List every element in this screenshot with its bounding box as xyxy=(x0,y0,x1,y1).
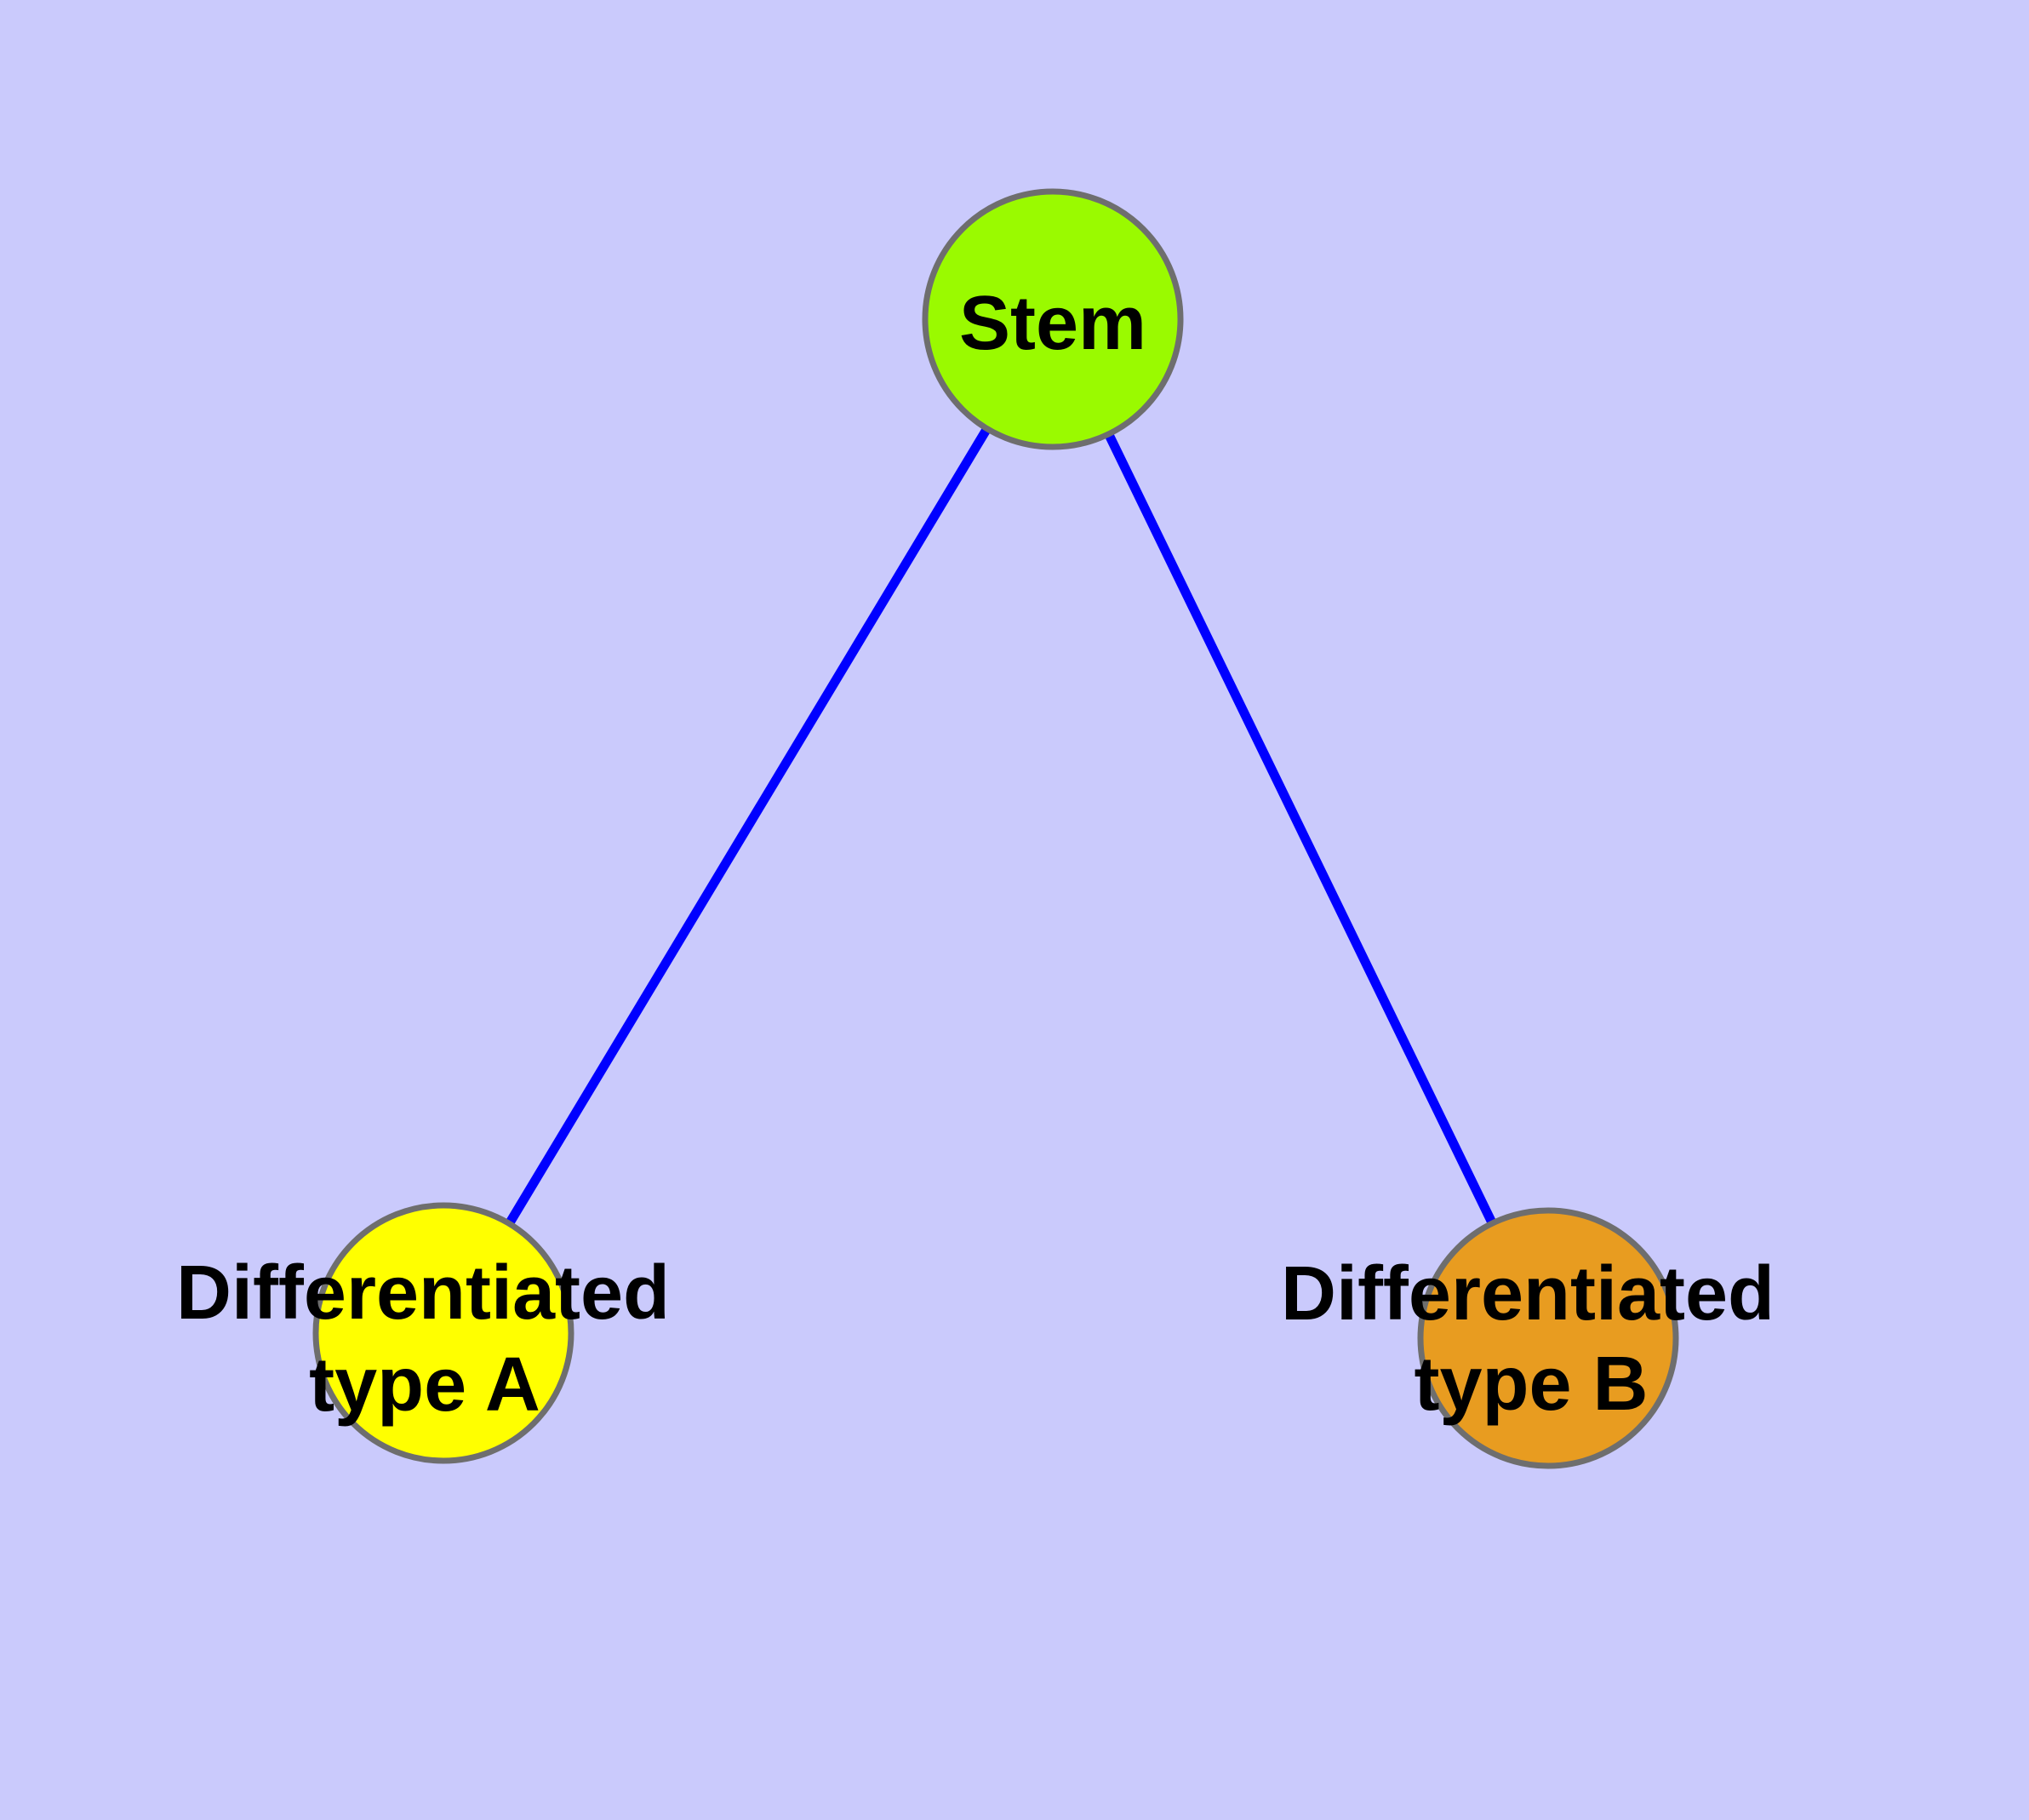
node-differentiated-type-b-circle xyxy=(1417,1207,1679,1469)
node-stem-circle xyxy=(922,188,1184,450)
node-differentiated-type-b-label-line1: Differentiated xyxy=(1281,1251,1775,1336)
node-differentiated-type-b: Differentiated type B xyxy=(1281,1207,1775,1469)
node-differentiated-type-a: Differentiated type A xyxy=(176,1202,670,1464)
node-stem-label: Stem xyxy=(959,281,1146,366)
edge-stem-to-differentiated-type-a xyxy=(439,317,1057,1336)
node-differentiated-type-a-label-line2: type A xyxy=(309,1342,540,1428)
node-differentiated-type-a-circle xyxy=(312,1202,574,1464)
node-differentiated-type-a-label-line1: Differentiated xyxy=(176,1251,670,1336)
edge-stem-to-differentiated-type-b xyxy=(1049,317,1552,1341)
node-differentiated-type-b-label-line2: type B xyxy=(1414,1342,1648,1427)
node-stem: Stem xyxy=(922,188,1184,450)
